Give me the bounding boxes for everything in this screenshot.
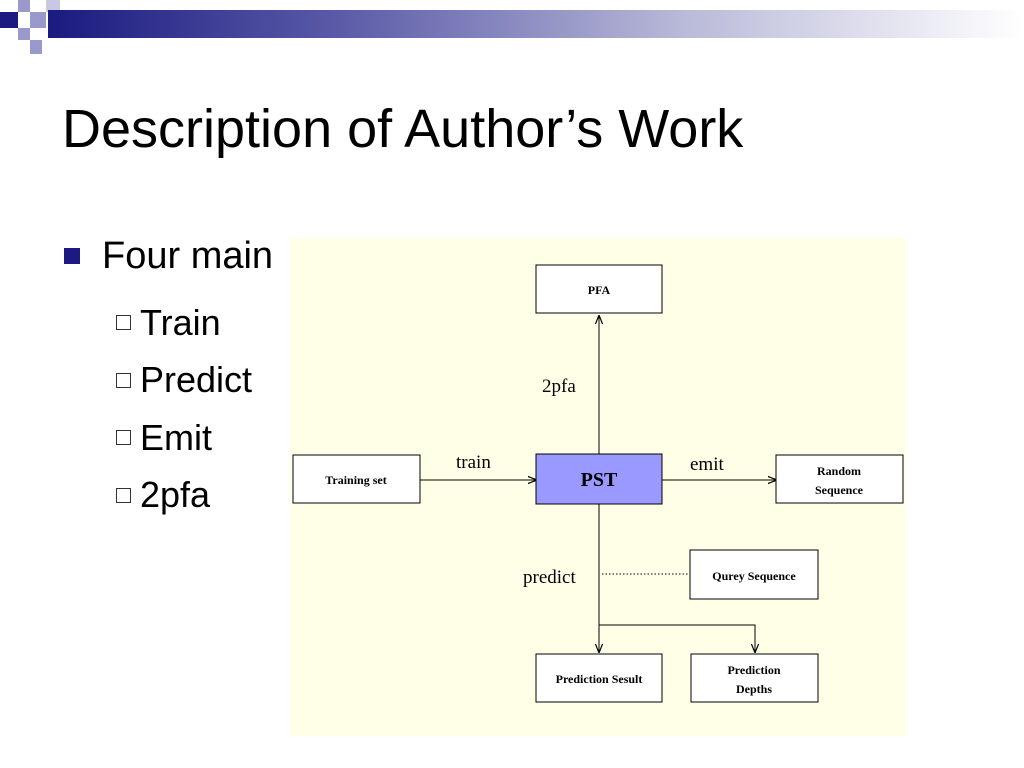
diagram-canvas: train emit 2pfa predict PFA PST Training… <box>292 264 904 703</box>
hollow-square-bullet-icon <box>116 487 131 503</box>
node-pfa-label: PFA <box>588 283 611 297</box>
node-prediction-depths-line-2: Depths <box>736 682 772 696</box>
node-random-sequence-line-1: Random <box>817 464 861 478</box>
sub-bullet-label: Predict <box>140 359 253 401</box>
sub-bullet-label: 2pfa <box>140 474 211 516</box>
hollow-square-bullet-icon <box>116 430 131 446</box>
node-prediction-result: Prediction Sesult <box>535 653 663 703</box>
node-random-sequence: Random Sequence <box>775 454 904 504</box>
node-prediction-result-label: Prediction Sesult <box>556 672 643 686</box>
node-pfa: PFA <box>535 264 663 314</box>
sub-bullet-label: Emit <box>140 416 212 458</box>
node-random-sequence-line-2: Sequence <box>815 483 864 497</box>
sub-bullet-predict: Predict <box>112 352 252 410</box>
hollow-square-bullet-icon <box>116 315 131 331</box>
edge-label-predict: predict <box>523 567 576 588</box>
main-bullet: Four main <box>64 232 273 280</box>
node-query-sequence: Qurey Sequence <box>689 549 819 600</box>
edge-label-emit: emit <box>690 454 724 475</box>
edge-depths-line <box>599 624 755 652</box>
node-pst: PST <box>535 453 663 505</box>
sub-bullet-emit: Emit <box>112 409 252 467</box>
node-training-set: Training set <box>292 454 421 504</box>
slide-title: Description of Author’s Work <box>62 99 744 159</box>
edge-label-train: train <box>456 452 491 473</box>
sub-bullet-2pfa: 2pfa <box>112 467 252 525</box>
edge-label-2pfa: 2pfa <box>542 376 576 397</box>
corner-squares-decoration <box>0 0 60 54</box>
node-pst-label: PST <box>581 469 618 491</box>
main-bullet-text: Four main <box>102 235 274 277</box>
node-prediction-depths-line-1: Prediction <box>727 663 780 677</box>
node-training-set-label: Training set <box>325 473 386 487</box>
top-gradient-bar <box>48 10 1024 38</box>
sub-bullet-train: Train <box>112 294 252 352</box>
sub-bullet-list: Train Predict Emit 2pfa <box>112 294 252 524</box>
node-query-sequence-label: Qurey Sequence <box>712 569 796 583</box>
filled-square-bullet-icon <box>64 248 80 264</box>
hollow-square-bullet-icon <box>116 372 131 388</box>
pst-workflow-diagram: train emit 2pfa predict PFA PST Training… <box>290 238 906 736</box>
node-prediction-depths: Prediction Depths <box>690 653 819 703</box>
sub-bullet-label: Train <box>140 301 221 343</box>
